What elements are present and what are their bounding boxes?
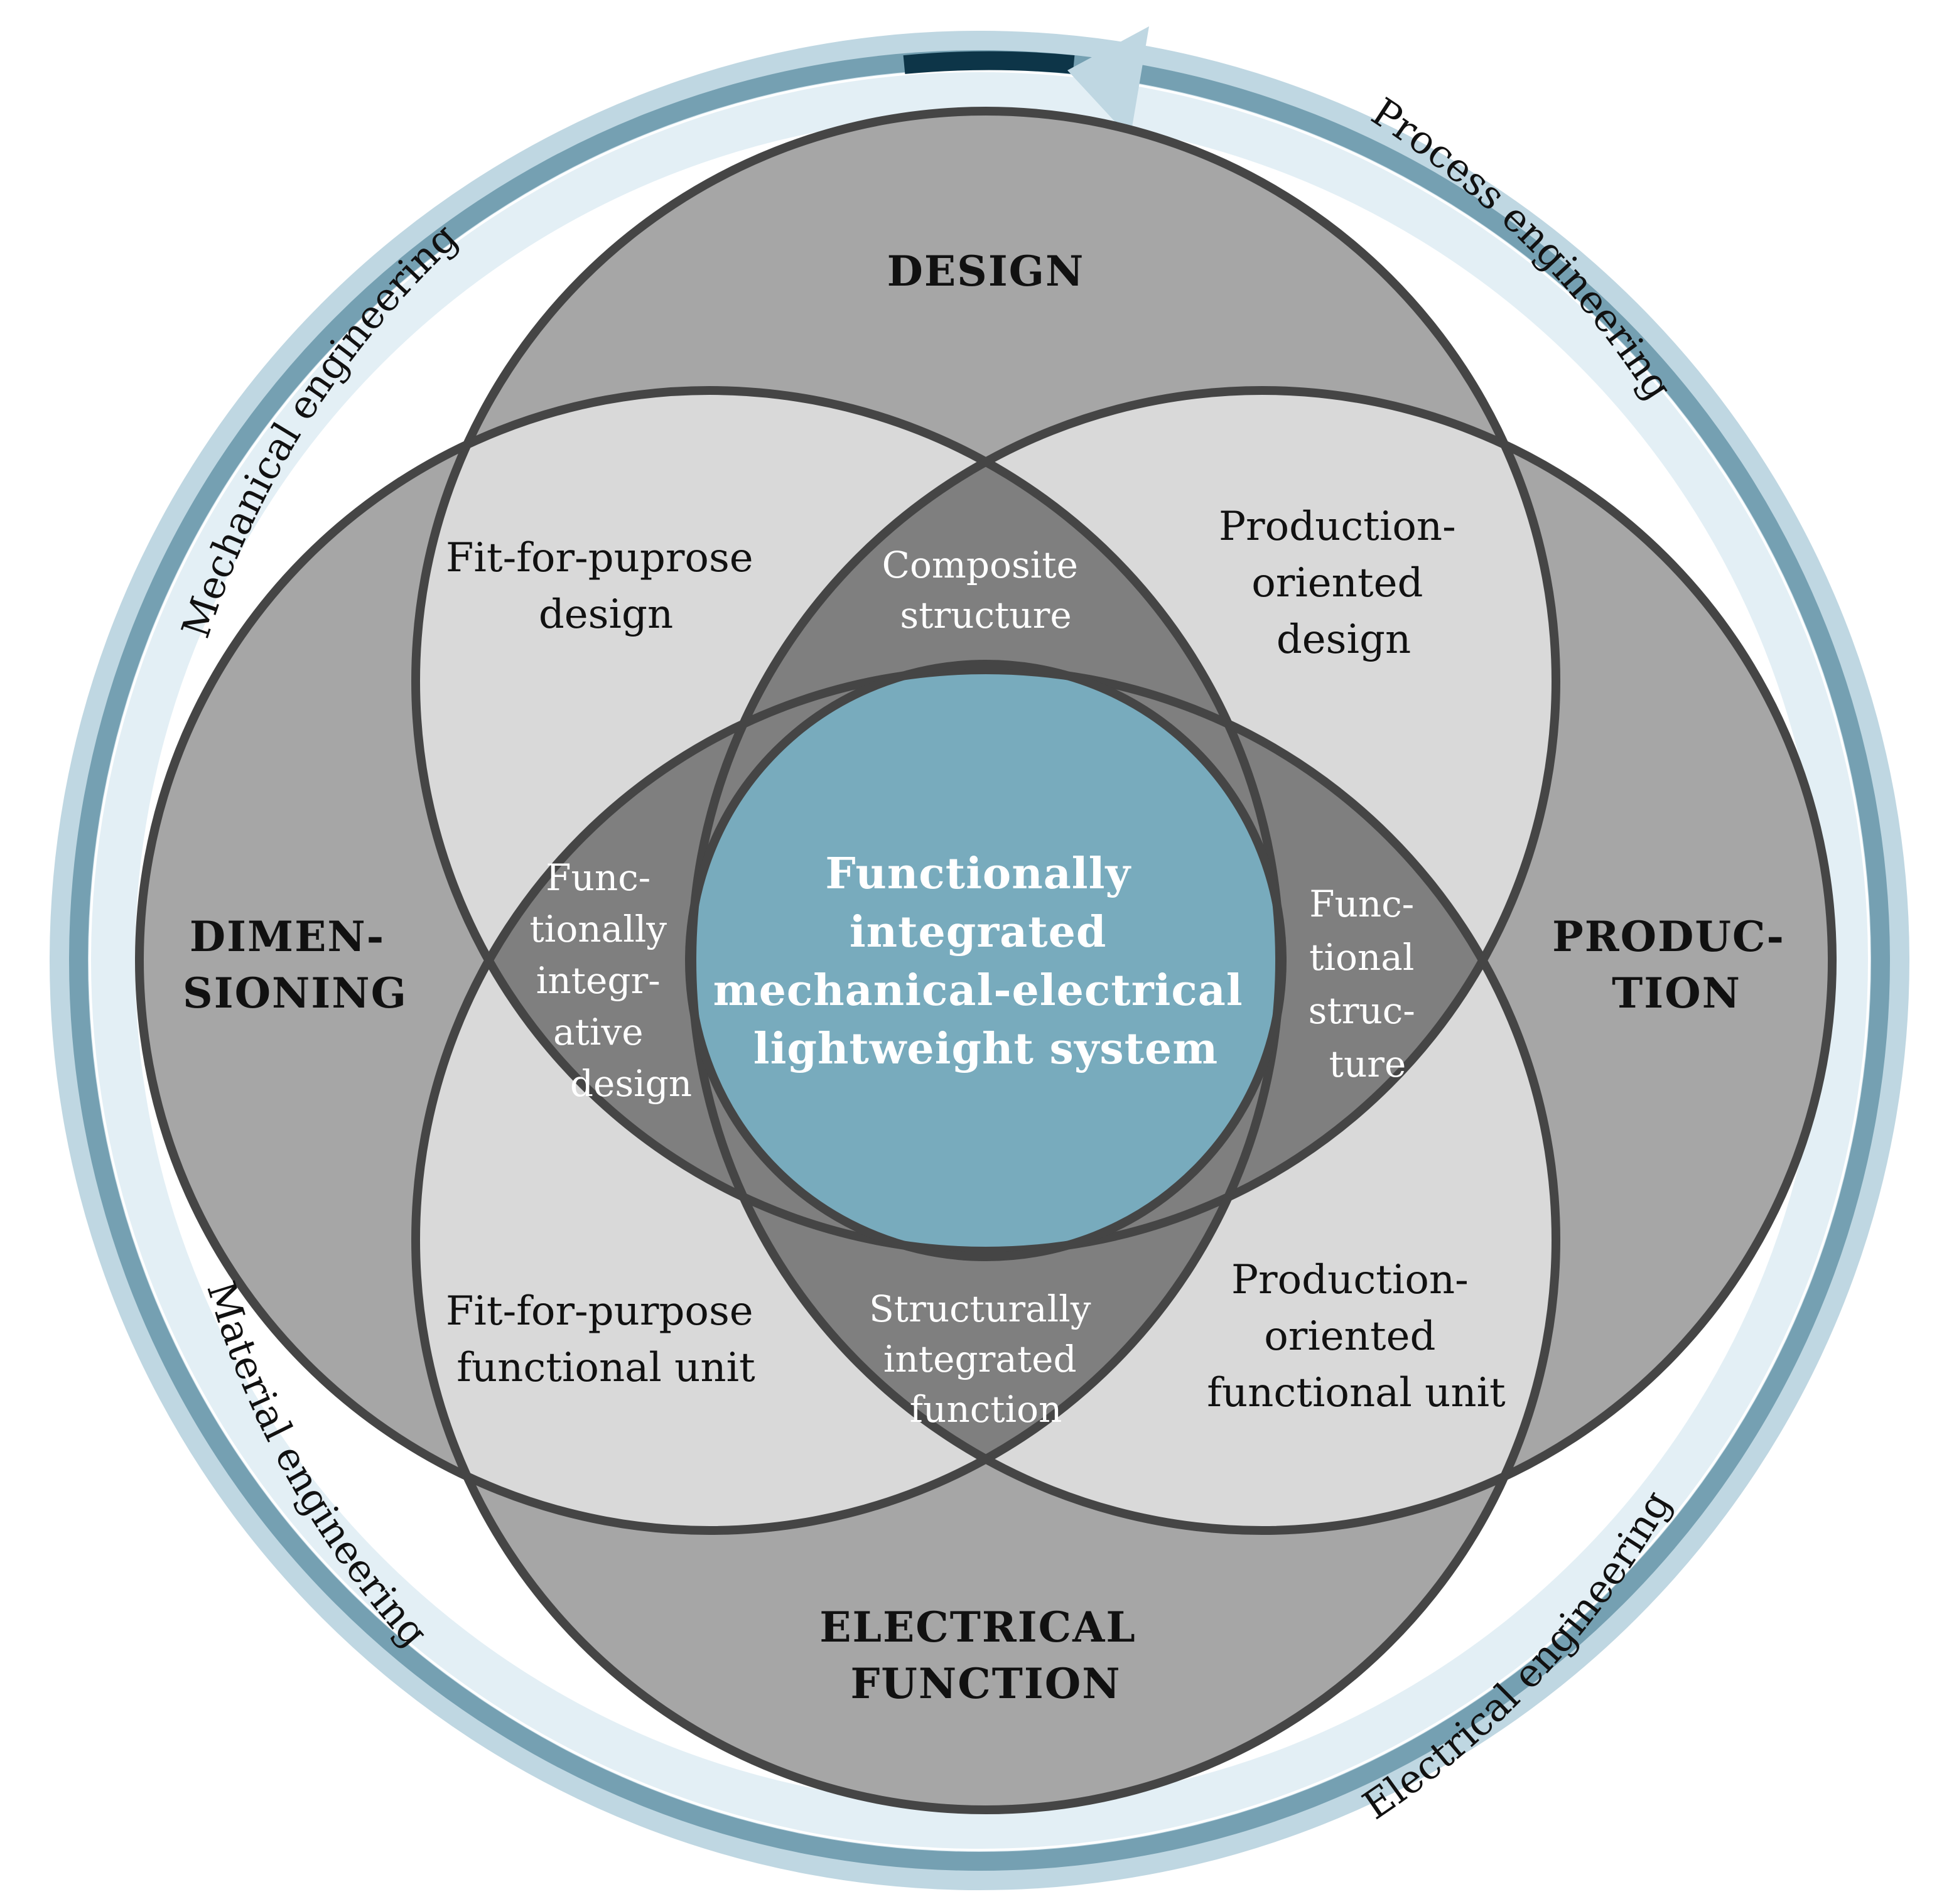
domain-label-design: DESIGN [887,247,1085,296]
process-ring [50,26,1909,1890]
domain-label-dimensioning: DIMEN- SIONING [183,912,408,1018]
pair-label-bottom-right: Production- oriented functional unit [1207,1257,1506,1416]
center-label: Functionally integrated mechanical-elect… [713,849,1259,1074]
pair-label-top-right: Production- oriented design [1219,503,1469,663]
pair-label-top-left: Fit-for-puprose design [446,535,766,638]
ring-arrowhead-icon [1067,26,1149,138]
lens-label-top: Composite structure [882,544,1090,637]
pair-label-bottom-left: Fit-for-purpose functional unit [446,1288,766,1391]
outline-center [685,660,1287,1261]
lens-label-left: Func- tionally integr- ative design [529,856,692,1105]
outline-design [411,107,1560,1256]
ring-arrow-segment [903,51,1075,74]
lens-label-bottom: Structurally integrated function [869,1288,1103,1431]
ring-light-band [91,72,1868,1849]
outline-electrical [411,665,1560,1814]
domain-label-production: PRODUC- TION [1552,912,1801,1018]
lens-label-right: Func- tional struc- ture [1309,883,1427,1085]
domain-label-electrical: ELECTRICAL FUNCTION [819,1603,1152,1708]
center-region [689,664,1282,1257]
circle-outlines [135,107,1837,1814]
